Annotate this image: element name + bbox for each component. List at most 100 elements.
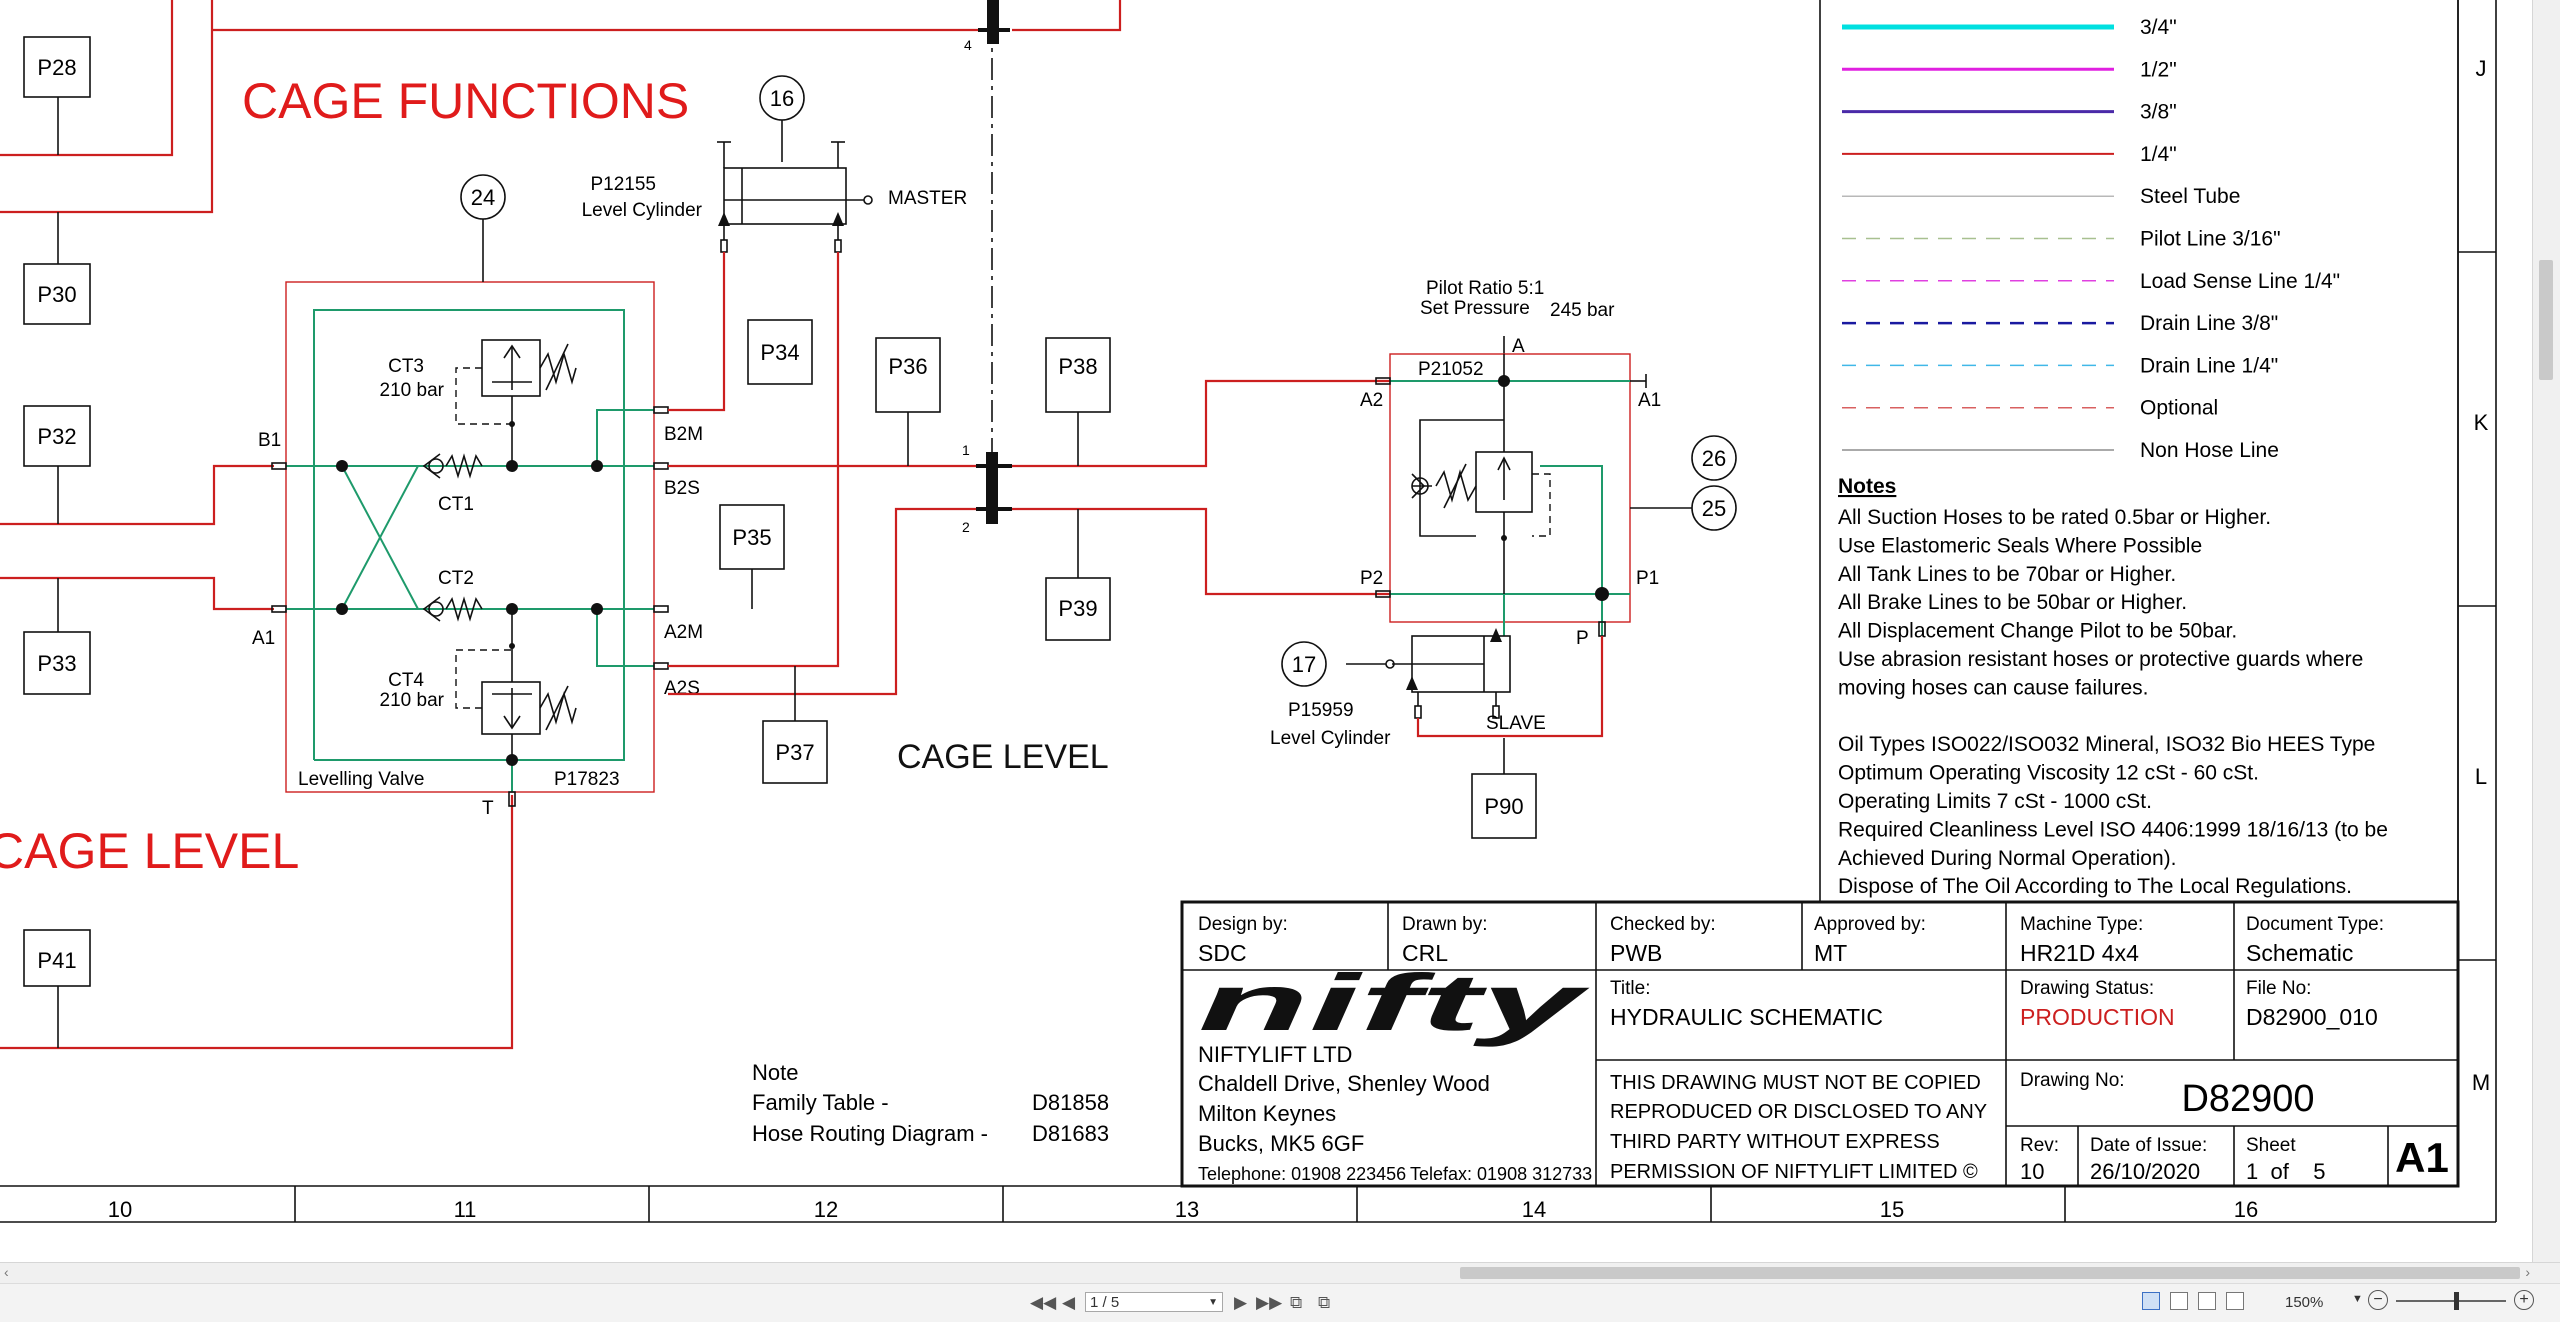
zoom-slider-track[interactable] (2396, 1300, 2506, 1302)
junction-block-top (978, 0, 1010, 44)
callout-circle-24: 24 (460, 174, 506, 220)
legend-item: Non Hose Line (1842, 439, 2279, 462)
legend-item: 3/8" (1842, 101, 2177, 124)
grid-row-K: K (2474, 410, 2489, 435)
note-line: Oil Types ISO022/ISO032 Mineral, ISO32 B… (1838, 733, 2375, 756)
note-line: All Suction Hoses to be rated 0.5bar or … (1838, 506, 2271, 529)
label-p15959: P15959 (1288, 700, 1354, 721)
grid-row-L: L (2475, 764, 2487, 789)
callout-circle-16: 16 (759, 75, 805, 121)
svg-text:P39: P39 (1058, 596, 1097, 621)
page-select[interactable]: 1 / 5 ▼ (1085, 1292, 1223, 1312)
relief-valve-ct4 (455, 649, 577, 735)
label-ct3-bar: 210 bar (380, 380, 445, 401)
cage-level-big-heading: CAGE LEVEL (0, 823, 299, 879)
file-no-label: File No: (2246, 978, 2311, 999)
last-page-icon[interactable]: ▶▶ (1256, 1293, 1283, 1312)
slave-feed-line (1416, 636, 1604, 738)
scroll-left-icon[interactable]: ‹ (4, 1264, 9, 1280)
label-ct3: CT3 (388, 356, 424, 377)
cage-level-heading: CAGE LEVEL (897, 738, 1109, 776)
zoom-dropdown-icon[interactable]: ▼ (2352, 1293, 2363, 1305)
port-box-P38: P38 (1045, 337, 1111, 413)
previous-page-icon[interactable]: ◀ (1062, 1293, 1076, 1312)
horizontal-scrollbar[interactable]: ‹ › (0, 1262, 2560, 1284)
svg-text:P32: P32 (37, 424, 76, 449)
page-indicator: 1 / 5 (1090, 1294, 1120, 1311)
legend-item: Pilot Line 3/16" (1842, 228, 2281, 251)
label-set-pressure: Set Pressure (1420, 298, 1530, 319)
company-address-2: Milton Keynes (1198, 1101, 1336, 1126)
grid-row-M: M (2472, 1070, 2490, 1095)
drawing-no-label: Drawing No: (2020, 1070, 2125, 1091)
label-p12155: P12155 (590, 174, 656, 195)
zoom-level[interactable]: 150% (2285, 1294, 2324, 1311)
note-line: Achieved During Normal Operation). (1838, 847, 2176, 870)
sheet-label: Sheet (2246, 1135, 2296, 1156)
note-hose-label: Hose Routing Diagram - (752, 1121, 988, 1146)
port-box-P30: P30 (23, 263, 91, 325)
legend-label: Drain Line 3/8" (2140, 312, 2278, 335)
callout-circle-17: 17 (1281, 641, 1327, 687)
label-ct2: CT2 (438, 568, 474, 589)
zoom-slider-thumb[interactable] (2454, 1292, 2459, 1310)
label-ct4: CT4 (388, 670, 424, 691)
continuous-view-icon[interactable] (2170, 1292, 2188, 1310)
sheet-value: 1 of 5 (2246, 1159, 2326, 1184)
legend-label: Optional (2140, 397, 2218, 420)
next-view-icon[interactable]: ⧉ (1318, 1293, 1331, 1312)
port-box-P37: P37 (762, 720, 828, 784)
port-box-P41: P41 (23, 929, 91, 987)
svg-text:P38: P38 (1058, 354, 1097, 379)
grid-col-12: 12 (814, 1197, 838, 1222)
legend-item: Drain Line 3/8" (1842, 312, 2278, 335)
approved-by-label: Approved by: (1814, 914, 1926, 935)
svg-text:P34: P34 (760, 340, 799, 365)
grid-col-14: 14 (1522, 1197, 1546, 1222)
note-line: Use abrasion resistant hoses or protecti… (1838, 648, 2363, 671)
label-master: MASTER (888, 188, 967, 209)
continuous-facing-view-icon[interactable] (2226, 1292, 2244, 1310)
scroll-right-icon[interactable]: › (2525, 1264, 2530, 1280)
previous-view-icon[interactable]: ⧉ (1290, 1293, 1303, 1312)
note-line: Optimum Operating Viscosity 12 cSt - 60 … (1838, 762, 2259, 785)
legend-label: Steel Tube (2140, 185, 2240, 208)
legend-item: Load Sense Line 1/4" (1842, 270, 2340, 293)
label-a1-left: A1 (252, 628, 275, 649)
grid-row-J: J (2476, 56, 2487, 81)
junction-block-mid (976, 452, 1012, 524)
first-page-icon[interactable]: ◀◀ (1030, 1293, 1057, 1312)
legend-item: 3/4" (1842, 16, 2177, 39)
port-box-P32: P32 (23, 405, 91, 467)
callout-circle-26: 26 (1691, 435, 1737, 481)
facing-view-icon[interactable] (2198, 1292, 2216, 1310)
grid-col-13: 13 (1175, 1197, 1199, 1222)
note-hose-value: D81683 (1032, 1121, 1109, 1146)
rev-value: 10 (2020, 1159, 2044, 1184)
svg-text:P35: P35 (732, 525, 771, 550)
vertical-scrollbar[interactable] (2532, 0, 2560, 1262)
drawing-status-label: Drawing Status: (2020, 978, 2154, 999)
label-levelling-valve: Levelling Valve (298, 769, 424, 790)
svg-text:P41: P41 (37, 948, 76, 973)
zoom-out-icon[interactable]: − (2368, 1290, 2388, 1310)
vertical-scroll-thumb[interactable] (2539, 260, 2553, 380)
note-family-label: Family Table - (752, 1090, 889, 1115)
drawing-status-value: PRODUCTION (2020, 1004, 2175, 1030)
design-by-value: SDC (1198, 940, 1247, 966)
label-p1: P1 (1636, 568, 1659, 589)
title-block-grid (1180, 900, 2460, 1188)
horizontal-scroll-thumb[interactable] (1460, 1267, 2520, 1279)
document-type-label: Document Type: (2246, 914, 2384, 935)
svg-text:P33: P33 (37, 651, 76, 676)
single-page-view-icon[interactable] (2142, 1292, 2160, 1310)
drawing-no-value: D82900 (2181, 1078, 2314, 1120)
copyright-line-1: THIS DRAWING MUST NOT BE COPIED (1610, 1072, 1981, 1094)
schematic-sheet: 10 11 12 13 14 15 16 J K L M CAGE FUNCTI… (0, 0, 2497, 1223)
legend-item: 1/2" (1842, 58, 2177, 81)
note-line: Use Elastomeric Seals Where Possible (1838, 534, 2202, 557)
legend-label: Drain Line 1/4" (2140, 354, 2278, 377)
zoom-in-icon[interactable]: + (2514, 1290, 2534, 1310)
legend-item: Optional (1842, 397, 2218, 420)
next-page-icon[interactable]: ▶ (1234, 1293, 1248, 1312)
